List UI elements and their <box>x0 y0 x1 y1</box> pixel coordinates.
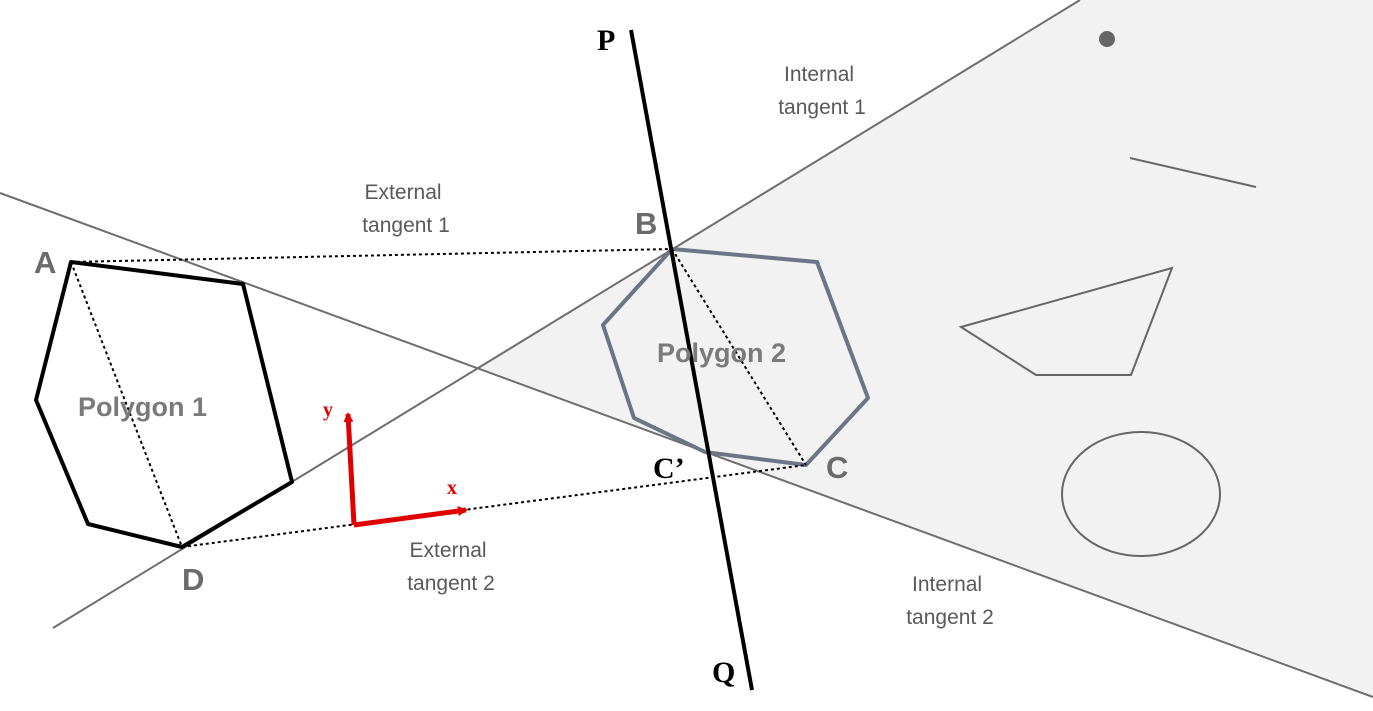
external-tangent-1-line <box>70 248 673 263</box>
axis-y-label: y <box>323 399 333 421</box>
diagonal-a-d <box>70 261 183 548</box>
external-tangent-1-label: External tangent 1 <box>362 181 450 237</box>
external-tangent-2-line <box>181 464 807 548</box>
obstacle-ellipse <box>1061 431 1221 557</box>
internal-tangent-1-label: Internal tangent 1 <box>778 63 866 119</box>
label-q: Q <box>712 656 735 689</box>
y-axis-arrow <box>343 412 357 526</box>
axis-x-label: x <box>447 477 457 499</box>
internal-tangent-2-label: Internal tangent 2 <box>906 573 994 629</box>
label-d: D <box>182 562 204 597</box>
external-tangent-2-label: External tangent 2 <box>407 539 495 595</box>
shaded-region <box>475 0 1373 695</box>
x-axis-arrow <box>353 506 468 528</box>
line-pq <box>629 29 754 691</box>
label-b: B <box>635 206 657 241</box>
obstacle-triangle <box>958 266 1174 376</box>
label-p: P <box>597 24 615 57</box>
label-a: A <box>34 245 56 280</box>
obstacle-segment <box>1129 157 1257 188</box>
label-c-prime: C’ <box>653 452 685 485</box>
obstacle-dot <box>1099 31 1115 47</box>
diagonal-b-c <box>671 248 807 466</box>
polygon-1-label: Polygon 1 <box>78 392 207 422</box>
polygon-2-label: Polygon 2 <box>657 338 786 368</box>
polygon-2 <box>601 247 870 467</box>
label-c: C <box>826 450 848 485</box>
